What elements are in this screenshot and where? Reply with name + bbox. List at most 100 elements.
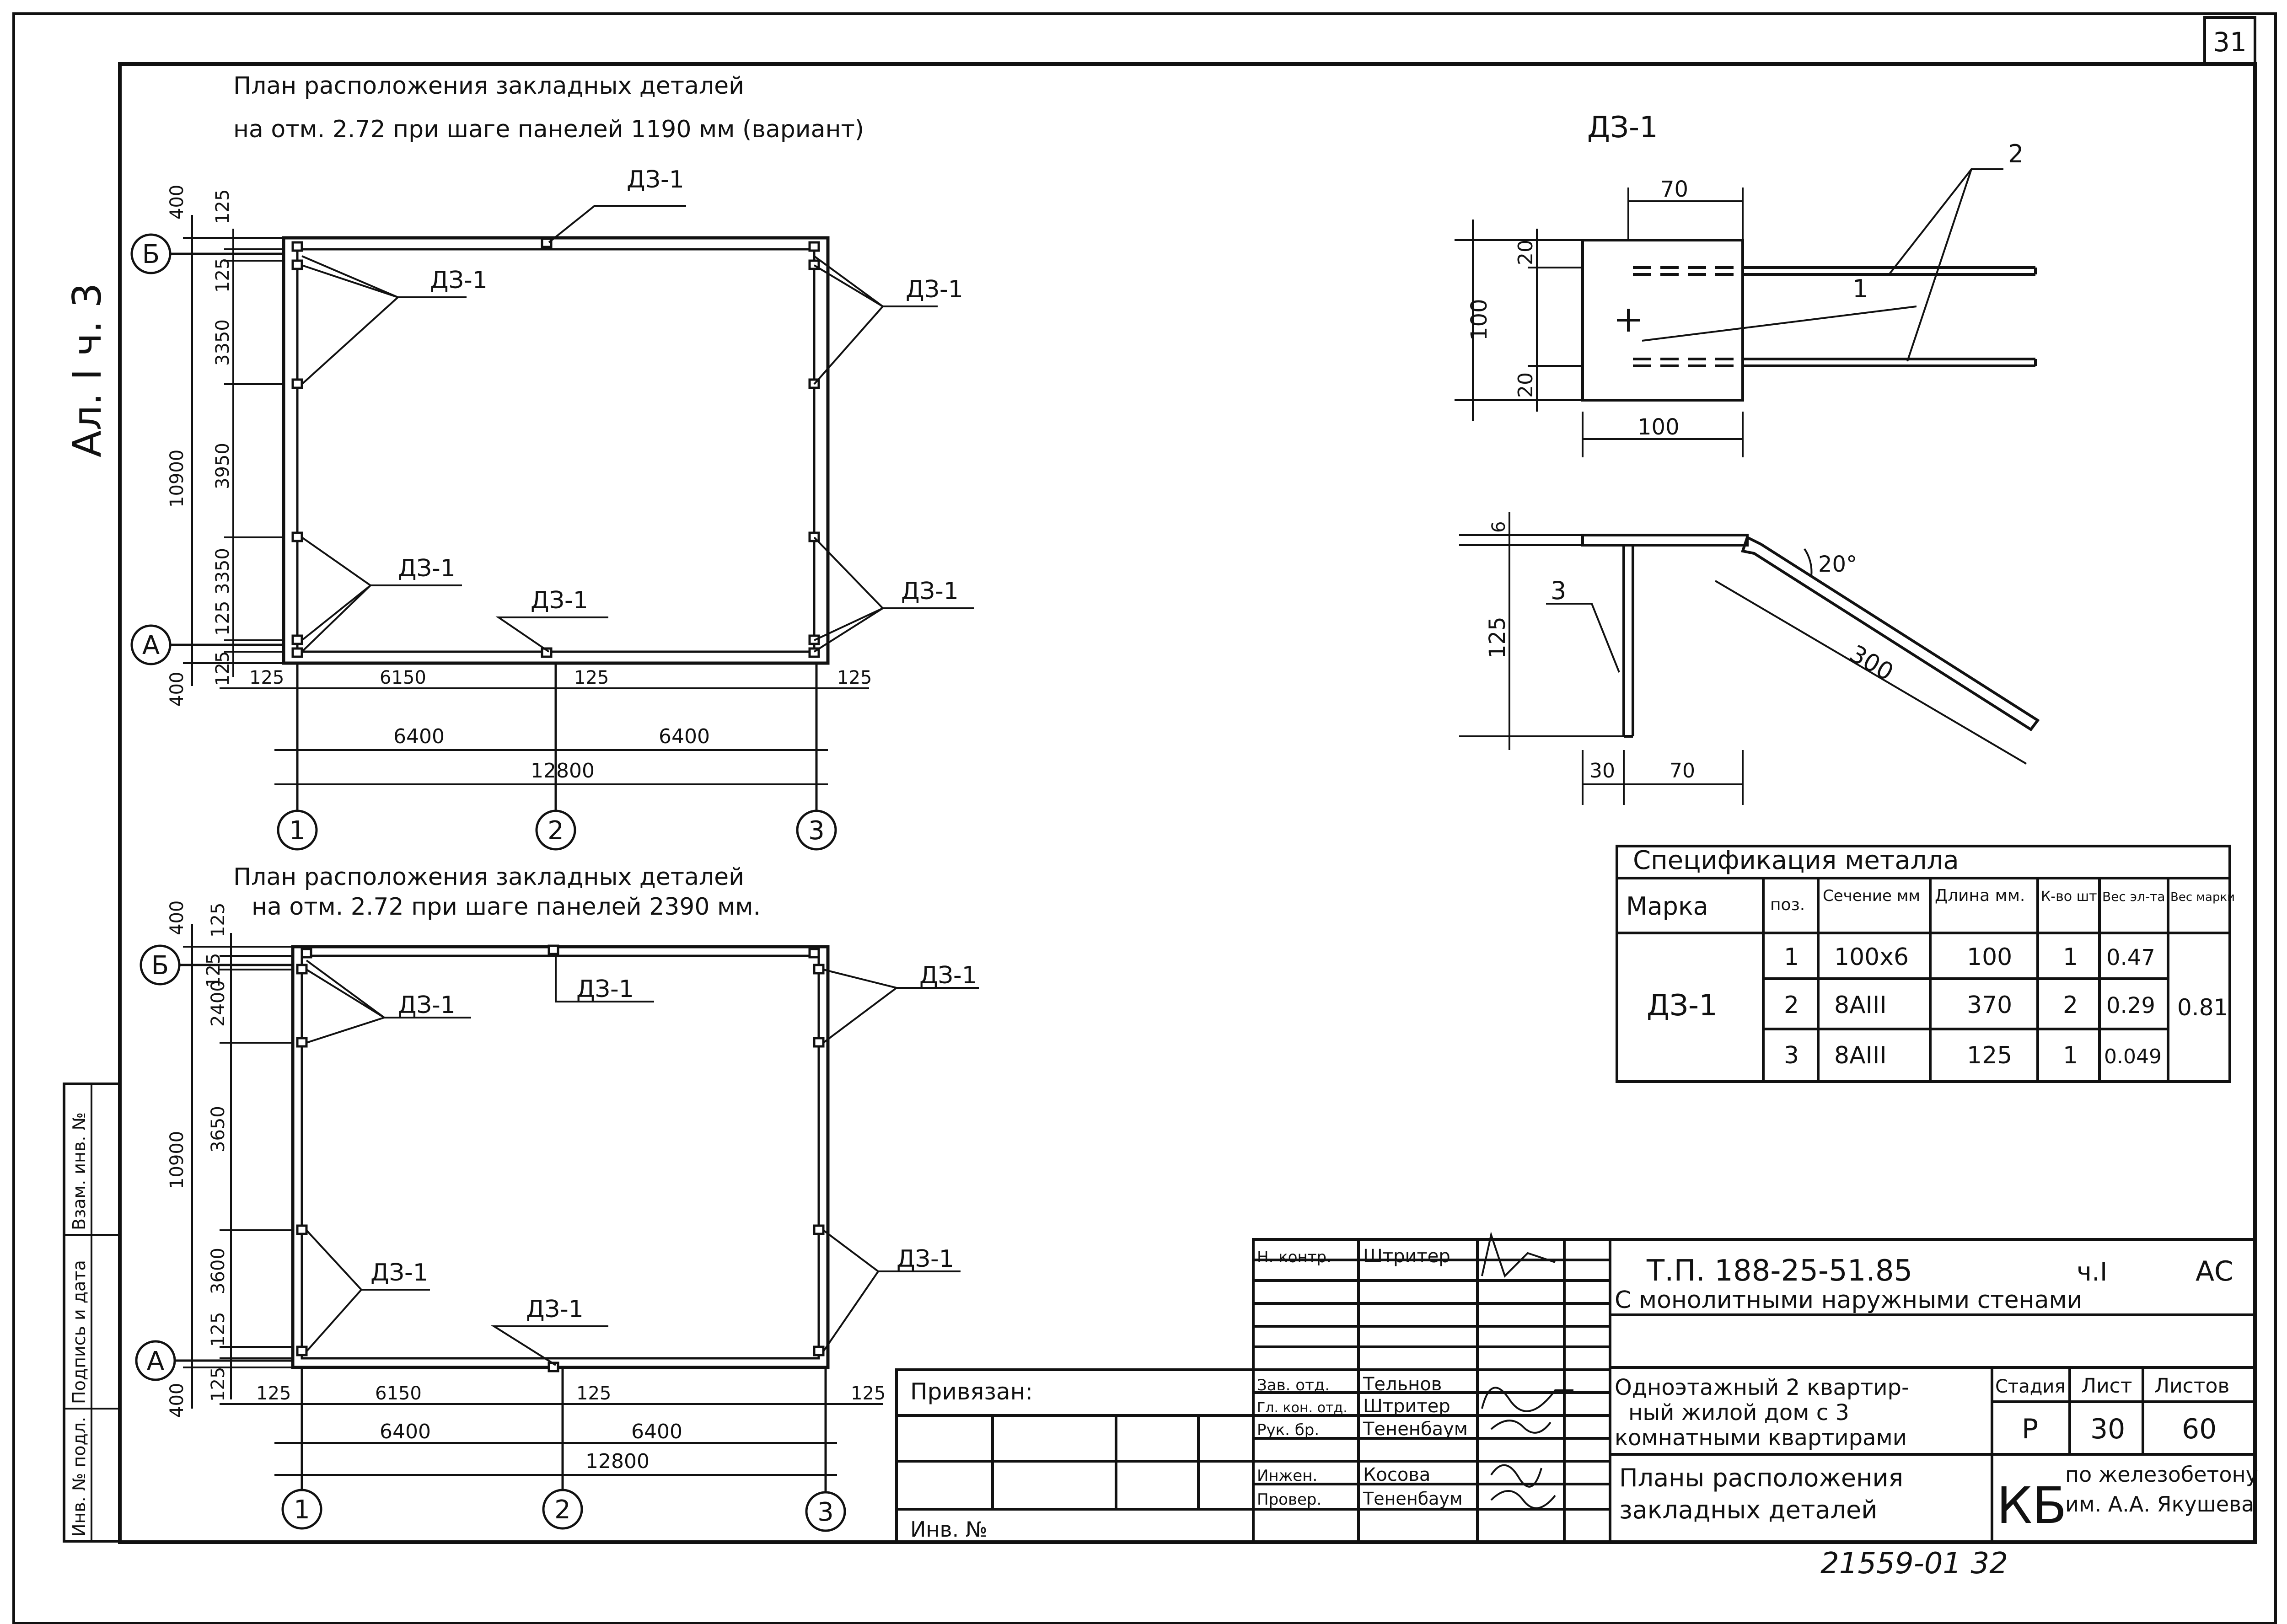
- plan2-dim-125-mid: 125: [576, 1383, 611, 1404]
- stamp-linked: Привязан:: [910, 1378, 1033, 1405]
- plan1-leaders: [301, 205, 974, 653]
- plan1-axis-1: 1: [289, 816, 306, 846]
- spec-header-qty: К-во шт.: [2041, 889, 2101, 905]
- plan2-dim-125-right: 125: [851, 1383, 886, 1404]
- detail-dim-20-bottom: 20: [1514, 372, 1537, 398]
- spec-row-pos: 2: [1784, 992, 1799, 1019]
- stamp-org-line2: им. А.А. Якушева: [2065, 1492, 2254, 1517]
- side-label: Ал. I ч. 3: [64, 283, 110, 457]
- plan2-part-label-lower-left: ДЗ-1: [370, 1259, 428, 1286]
- plan2-leaders: [306, 956, 979, 1366]
- plan2-part-label-top: ДЗ-1: [576, 975, 634, 1003]
- plan1-dim-3950: 3950: [212, 443, 233, 489]
- detail-dim-70-side: 70: [1670, 759, 1695, 783]
- detail-dim-100-v: 100: [1466, 299, 1492, 341]
- plan1-dim-6400-a: 6400: [393, 725, 445, 748]
- plan2-axis-3: 3: [817, 1497, 834, 1527]
- plan2-dim-400-top: 400: [166, 900, 188, 935]
- plan1-dim-125-d: 125: [212, 651, 233, 686]
- stamp-role-1: Н. контр.: [1257, 1248, 1331, 1266]
- spec-row-weight: 0.29: [2106, 993, 2155, 1018]
- plan1-title-line2: на отм. 2.72 при шаге панелей 1190 мм (в…: [233, 116, 864, 143]
- stamp-name-5: Косова: [1363, 1464, 1430, 1485]
- detail-dim-6: 6: [1488, 521, 1509, 533]
- plan1-part-label-bottom: ДЗ-1: [531, 587, 588, 614]
- plan1-vertical-dim-lines: [183, 215, 284, 686]
- spec-row-weight: 0.47: [2106, 945, 2155, 970]
- plan1-dim-125-a: 125: [212, 189, 233, 224]
- plan2-part-label-left: ДЗ-1: [398, 992, 456, 1019]
- plan1-dim-10900: 10900: [166, 450, 188, 508]
- spec-header-section: Сечение мм: [1823, 887, 1920, 905]
- stamp-signatures: [1481, 1231, 1573, 1509]
- stamp-org-line1: по железобетону: [2065, 1462, 2258, 1487]
- plan2-axis-2: 2: [554, 1495, 571, 1525]
- plan1-axis-bubbles: [130, 233, 837, 851]
- plan2-dim-6150: 6150: [375, 1383, 422, 1404]
- plan1-dim-125-c: 125: [212, 601, 233, 636]
- plan1-dim-125-right: 125: [837, 667, 872, 688]
- plan2-dim-125-a: 125: [208, 903, 229, 938]
- spec-row-1: 1 100x6 100 1 0.47: [1784, 943, 2155, 971]
- spec-header-mark: Марка: [1626, 892, 1708, 921]
- detail-pos-2: 2: [2008, 139, 2024, 168]
- plan1-part-label-lower-left: ДЗ-1: [398, 555, 456, 582]
- strip-sign-label: Подпись и дата: [69, 1260, 89, 1404]
- spec-header-mark-weight: Вес марки: [2170, 890, 2235, 904]
- plan1-dim-125-b: 125: [212, 258, 233, 293]
- plan1-dim-12800: 12800: [531, 759, 595, 783]
- stamp-name-6: Тененбаум: [1363, 1489, 1463, 1509]
- plan2-vertical-dim-lines: [183, 924, 293, 1409]
- stamp-role-2: Зав. отд.: [1257, 1376, 1330, 1394]
- plan2-axis-1: 1: [294, 1495, 310, 1525]
- detail-dim-30: 30: [1589, 759, 1615, 783]
- stamp-name-3: Штритер: [1363, 1396, 1450, 1417]
- strip-replace-label: Взам. инв. №: [69, 1112, 89, 1230]
- stamp-role-5: Инжен.: [1257, 1467, 1317, 1485]
- detail-plan-dims: [1455, 168, 2003, 457]
- bottom-number: 21559-01 32: [1820, 1547, 2008, 1581]
- detail-dim-100-h: 100: [1637, 414, 1680, 440]
- stamp-stage: Р: [2022, 1413, 2038, 1445]
- detail-side-view: [1581, 534, 2040, 738]
- plan2-part-label-right: ДЗ-1: [919, 962, 977, 989]
- stamp-role-6: Провер.: [1257, 1490, 1321, 1509]
- spec-row-length: 370: [1967, 992, 2012, 1019]
- stamp-sheets: 60: [2182, 1413, 2217, 1445]
- spec-row-3: 3 8AIII 125 1 0.049: [1784, 1042, 2162, 1069]
- stamp-project-line1: Одноэтажный 2 квартир-: [1615, 1375, 1909, 1400]
- plan2-axis-a: А: [147, 1346, 164, 1376]
- stamp-drawing-line1: Планы расположения: [1619, 1463, 1903, 1492]
- stamp-drawing-line2: закладных деталей: [1619, 1495, 1877, 1524]
- strip-inv-label: Инв. № подл.: [69, 1417, 89, 1537]
- stamp-part: ч.I: [2077, 1257, 2107, 1287]
- spec-row-pos: 3: [1784, 1042, 1799, 1069]
- spec-row-2: 2 8AIII 370 2 0.29: [1784, 992, 2155, 1019]
- plan2-dim-125-b: 125: [203, 953, 224, 988]
- stamp-role-3: Гл. кон. отд.: [1257, 1400, 1348, 1416]
- plan2-dim-125-c: 125: [208, 1312, 229, 1347]
- stamp-inv: Инв. №: [910, 1517, 988, 1542]
- plan2-frame: [291, 945, 830, 1369]
- plan2-dim-400-bottom: 400: [166, 1383, 188, 1418]
- plan1-dim-3350-top: 3350: [212, 319, 233, 366]
- spec-row-pos: 1: [1784, 943, 1799, 971]
- detail-dim-70: 70: [1660, 177, 1688, 202]
- plan1-part-label-right: ДЗ-1: [906, 276, 963, 303]
- stamp-org-code: КБ: [1997, 1476, 2067, 1535]
- plan2-dim-6400-a: 6400: [380, 1420, 431, 1443]
- plan2-dim-2400: 2400: [208, 980, 229, 1027]
- spec-row-section: 8AIII: [1834, 1042, 1887, 1069]
- plan1-dim-6150: 6150: [380, 667, 426, 688]
- plan2-dim-125-d: 125: [208, 1367, 229, 1402]
- stamp-project-line3: комнатными квартирами: [1615, 1425, 1907, 1451]
- plan2-axis-bubbles: [135, 944, 846, 1532]
- plan2-dim-3650: 3650: [208, 1106, 229, 1152]
- spec-row-length: 125: [1967, 1042, 2012, 1069]
- plan1-part-label-lower-right: ДЗ-1: [901, 578, 959, 605]
- plan1-axis-2: 2: [548, 816, 564, 846]
- detail-side-dims: [1459, 512, 2027, 805]
- spec-row-section: 8AIII: [1834, 992, 1887, 1019]
- spec-row-qty: 2: [2063, 992, 2078, 1019]
